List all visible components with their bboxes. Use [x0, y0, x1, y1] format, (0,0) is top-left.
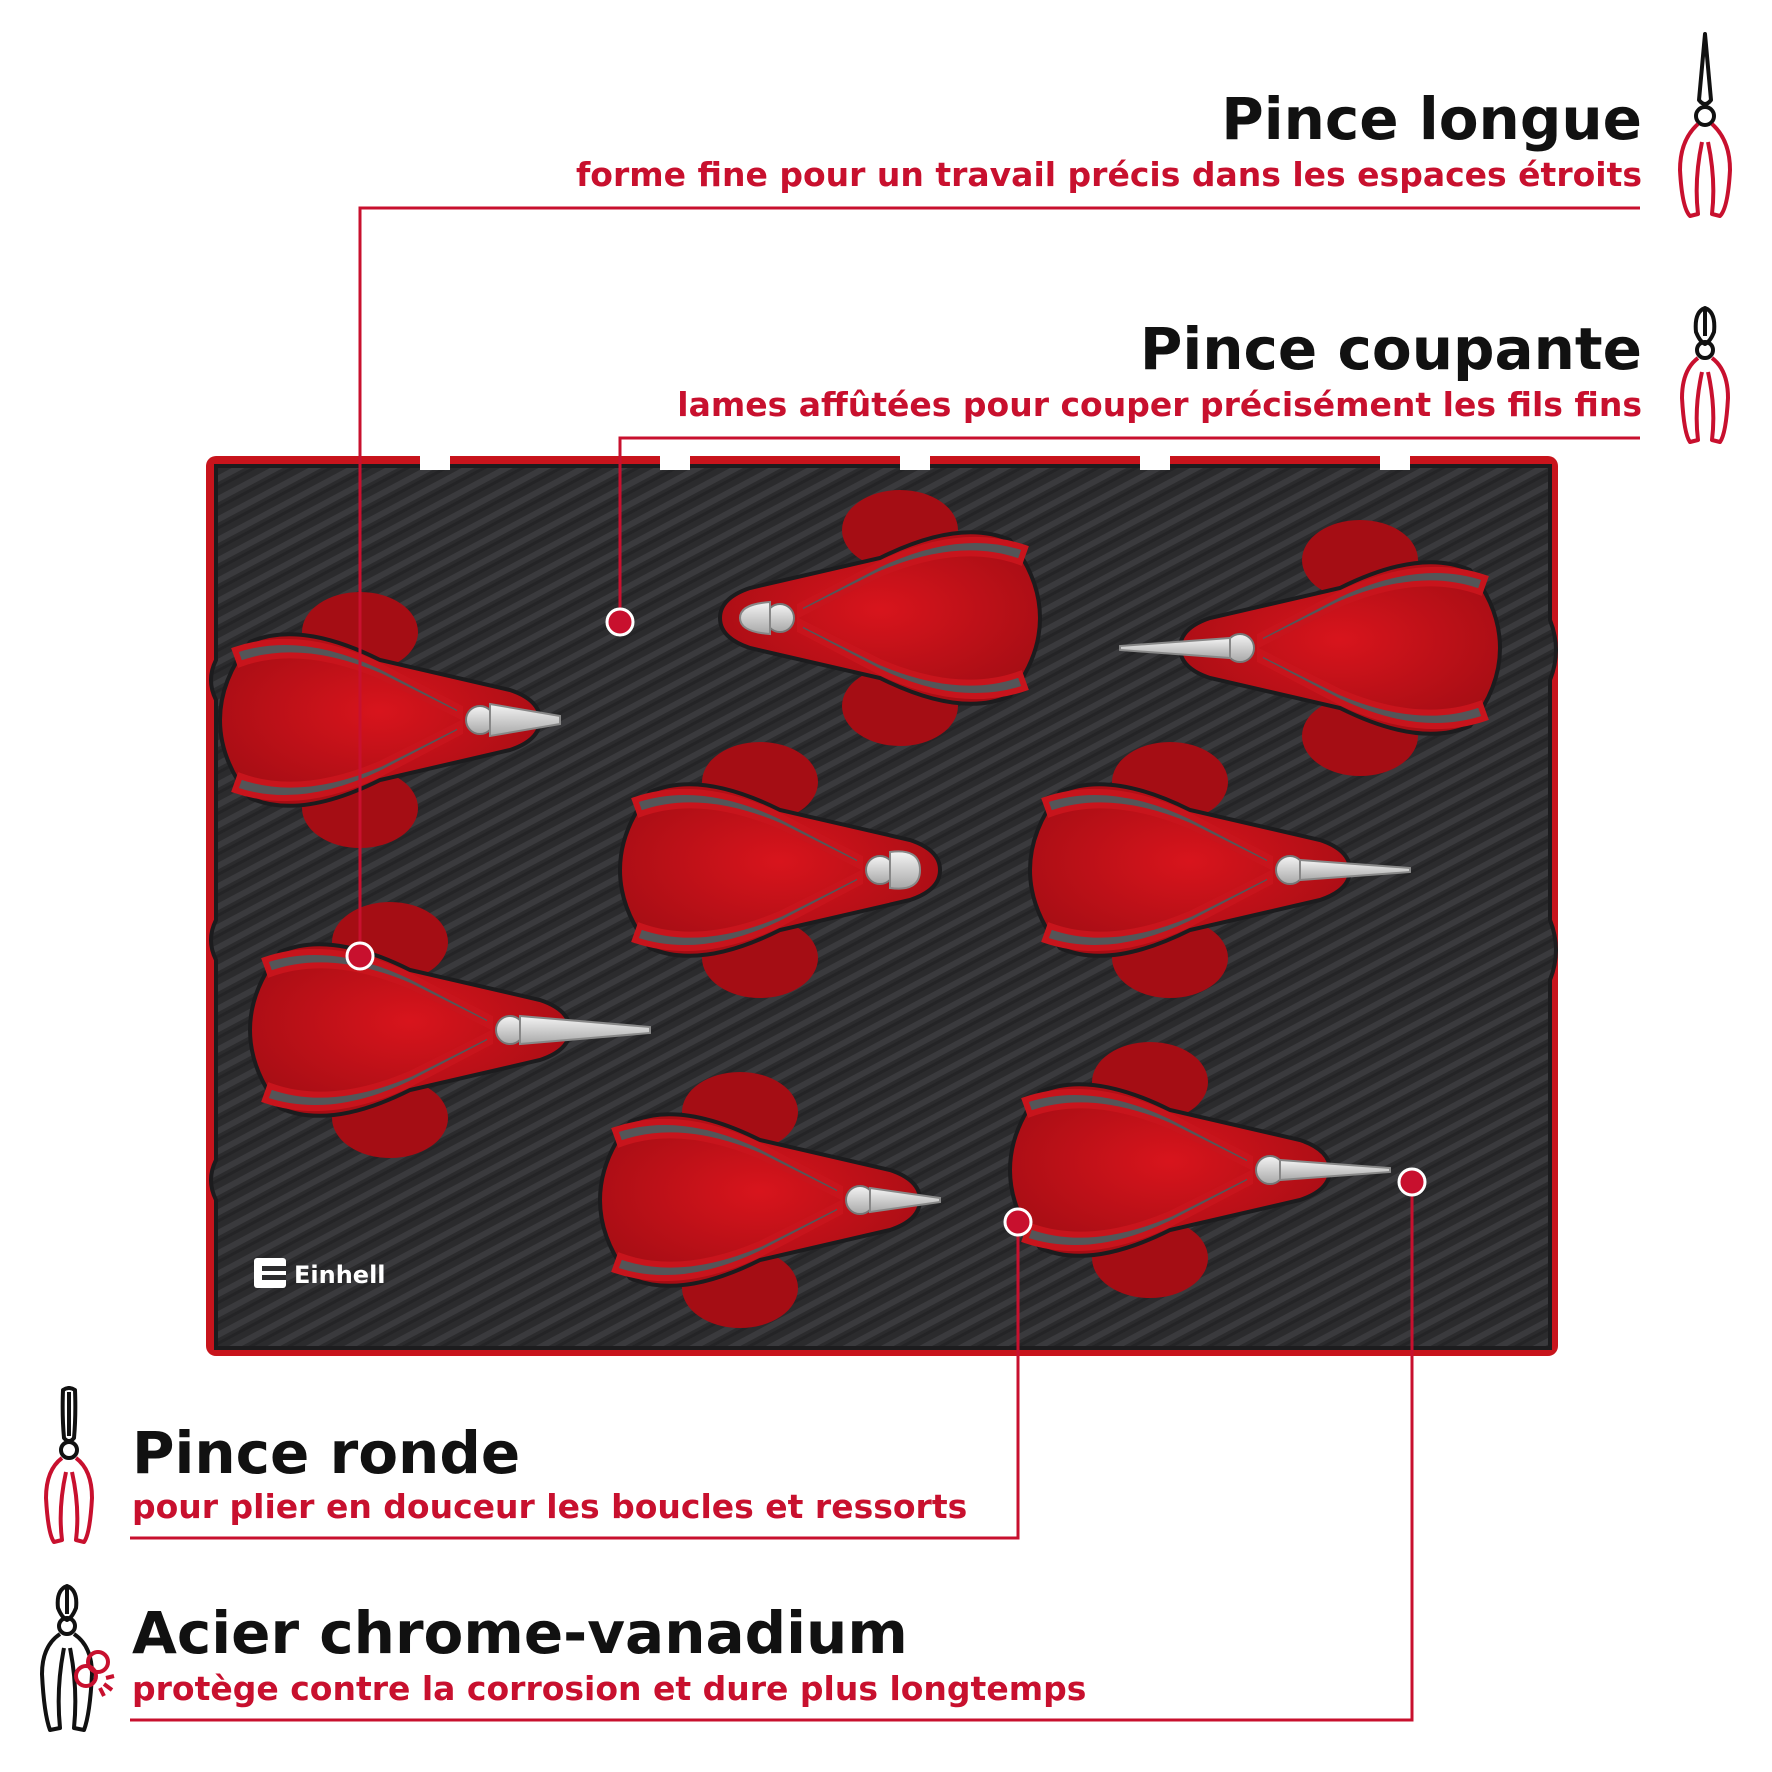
long-nose-pliers-icon: [1678, 32, 1732, 218]
feature-title: Pince longue: [1221, 85, 1642, 153]
feature-subtitle: lames affûtées pour couper précisément l…: [677, 385, 1642, 424]
pliers-item: [597, 1072, 941, 1328]
callout-dots: [345, 607, 1427, 1237]
pliers-item: [1027, 742, 1411, 998]
pliers-item: [617, 742, 943, 998]
pliers-item: [1007, 1042, 1391, 1298]
feature-title: Pince ronde: [132, 1419, 521, 1487]
callout-line-pince-ronde: [130, 1222, 1020, 1540]
callout-line-pince-longue: [358, 206, 1640, 956]
callout-line-pince-coupante: [618, 436, 1640, 622]
feature-subtitle: pour plier en douceur les boucles et res…: [132, 1487, 968, 1526]
callout-lines: [130, 206, 1640, 1722]
feature-title: Pince coupante: [1139, 315, 1642, 383]
pliers-item: [1119, 520, 1503, 776]
callout-line-acier: [130, 1182, 1414, 1722]
brand-name: Einhell: [294, 1261, 386, 1289]
feature-title: Acier chrome-vanadium: [132, 1599, 908, 1667]
einhell-logo: Einhell: [254, 1258, 386, 1289]
feature-subtitle: forme fine pour un travail précis dans l…: [575, 155, 1642, 194]
chrome-vanadium-pliers-icon: [40, 1584, 115, 1732]
pliers-item: [717, 490, 1043, 746]
cutting-pliers-icon: [1680, 306, 1730, 444]
round-nose-pliers-icon: [44, 1386, 94, 1544]
feature-subtitle: protège contre la corrosion et dure plus…: [132, 1669, 1087, 1708]
